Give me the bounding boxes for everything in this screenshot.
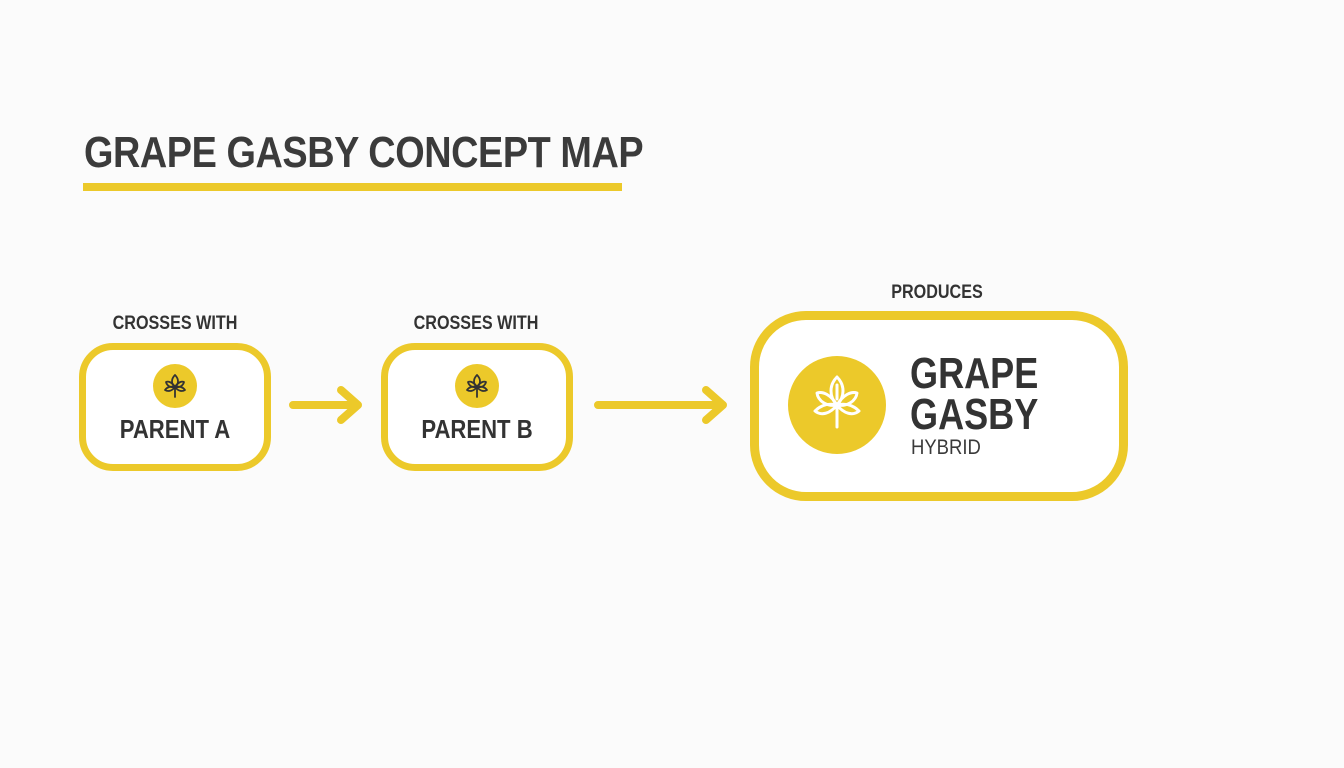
page-title: GRAPE GASBY CONCEPT MAP xyxy=(84,128,644,177)
node-label-parent-b: PARENT B xyxy=(421,414,533,444)
edge-label-hybrid: PRODUCES xyxy=(891,282,983,303)
node-parent-a[interactable]: PARENT A xyxy=(79,343,271,471)
arrow-right-icon xyxy=(289,386,362,424)
node-hybrid[interactable]: GRAPE GASBY HYBRID xyxy=(750,311,1128,501)
leaf-icon xyxy=(153,364,197,408)
hybrid-subtitle: HYBRID xyxy=(911,436,981,459)
node-parent-b[interactable]: PARENT B xyxy=(381,343,573,471)
arrow-right-icon xyxy=(594,386,727,424)
title-underline xyxy=(83,183,622,191)
edge-label-parent-b: CROSSES WITH xyxy=(413,313,539,334)
cannabis-leaf-icon xyxy=(788,356,886,454)
leaf-icon xyxy=(455,364,499,408)
node-label-parent-a: PARENT A xyxy=(119,414,231,444)
hybrid-title-line-2: GASBY xyxy=(910,390,1039,439)
hybrid-title-line-1: GRAPE xyxy=(910,349,1039,398)
edge-label-parent-a: CROSSES WITH xyxy=(112,313,238,334)
